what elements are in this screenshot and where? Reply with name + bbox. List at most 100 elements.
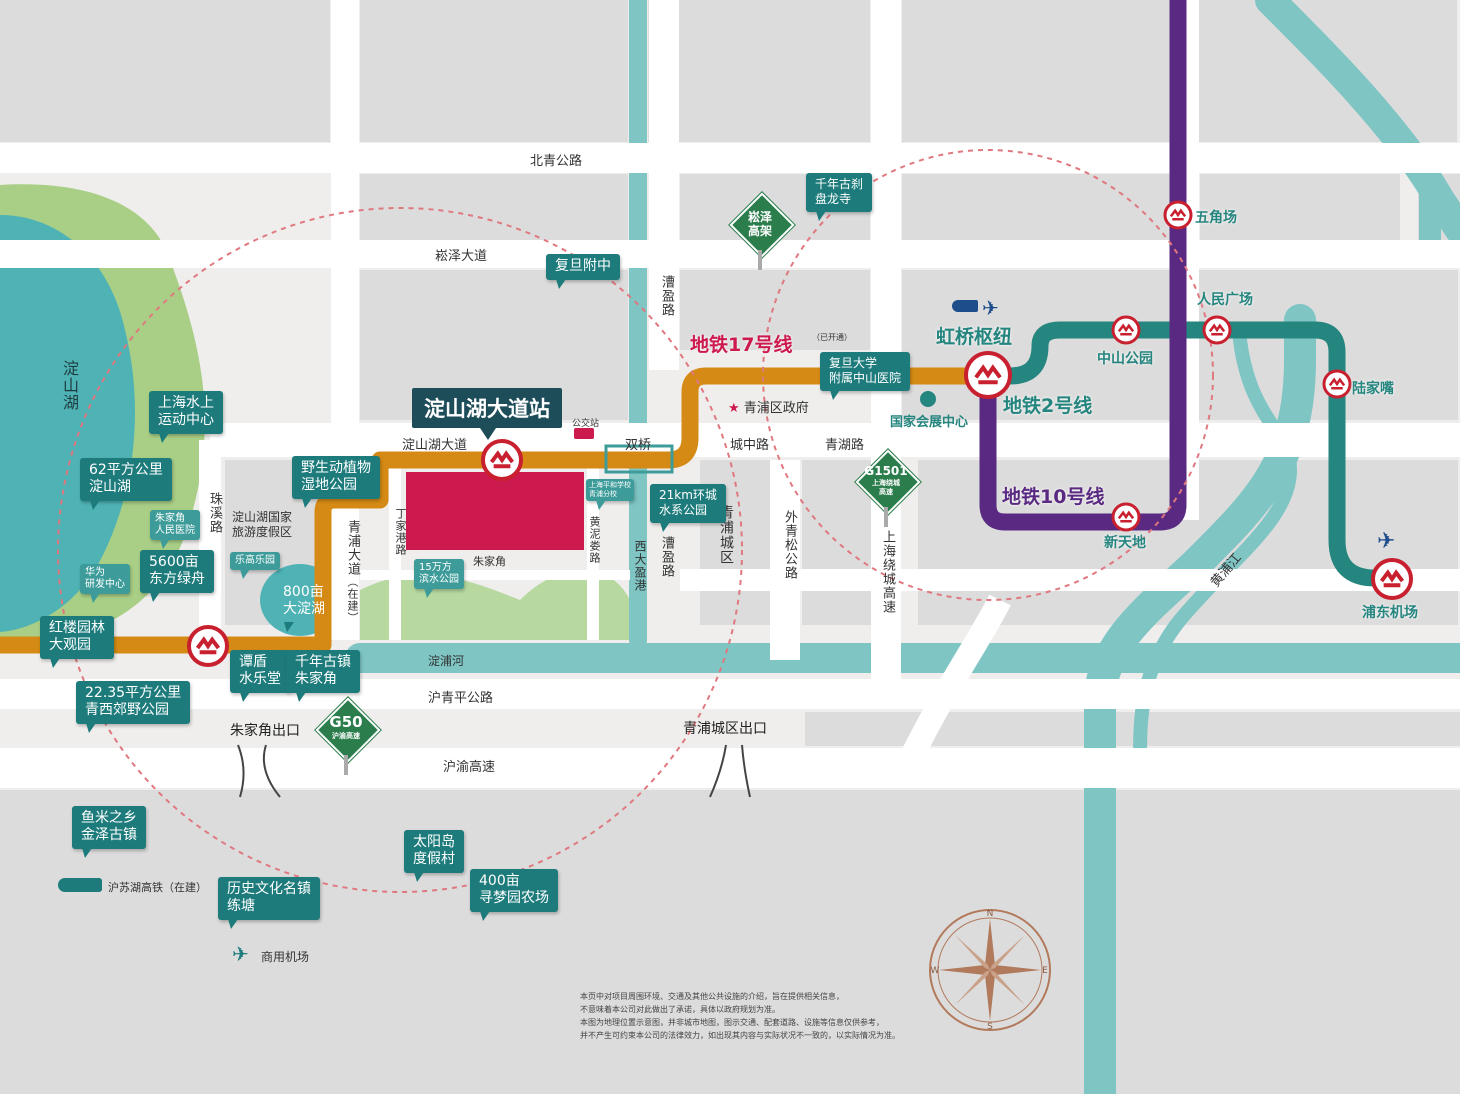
tag-wetland: 野生动植物 湿地公园 [292, 456, 380, 508]
road-qinghu: 青湖路 [825, 438, 865, 453]
tag-longpan: 千年古刹 盘龙寺 [806, 173, 873, 221]
compass-w: W [931, 966, 940, 976]
pudong-airplane-icon: ✈ [1377, 529, 1396, 554]
tag-east-forest: 5600亩 东方绿舟 [140, 550, 214, 602]
compass-rose: N S E W [929, 909, 1051, 1032]
road-dingjiagang: 丁家港路 [394, 508, 407, 556]
metro-logo-wujiaochang-mark [1169, 208, 1187, 221]
road-caoying-north: 漕盈路 [659, 275, 674, 317]
line10-name: 地铁10号线 [1002, 486, 1105, 508]
road-qingpu-ave: 青浦大道（在建） [345, 520, 360, 624]
road-huangnijiao: 黄泥娄路 [588, 516, 601, 564]
hongqiao-airplane-icon: ✈ [982, 296, 999, 320]
tag-waterfront: 15万方 滨水公园 [414, 559, 464, 598]
label-dianshan-lake: 淀山湖 [60, 360, 79, 411]
station-zhongshan: 中山公园 [1097, 351, 1153, 367]
metro-line-2 [988, 321, 1390, 587]
expo-icon [920, 391, 936, 407]
label-hsr: 沪苏湖高铁（在建） [108, 881, 207, 894]
label-airport: 商用机场 [261, 950, 310, 964]
dianshan-lake-water [0, 215, 135, 632]
tag-zhujiajiao-town: 千年古镇 朱家角 [286, 650, 360, 702]
tag-history: 历史文化名镇 练塘 [218, 877, 320, 929]
station-xintiandi: 新天地 [1104, 535, 1146, 551]
metro-line-17 [0, 367, 988, 654]
compass-s: S [987, 1022, 993, 1032]
label-shuangqiao: 双桥 [625, 438, 652, 453]
project-site [406, 472, 584, 550]
tag-yumi: 鱼米之乡 金泽古镇 [72, 806, 146, 858]
radius-circle-west [57, 207, 743, 893]
tag-fudan: 复旦附中 [546, 254, 620, 289]
label-zhujiajiao: 朱家角 [473, 555, 506, 568]
compass-n: N [987, 909, 994, 919]
station-renmin: 人民广场 [1197, 292, 1253, 308]
star-icon: ★ [728, 401, 740, 416]
tag-qingxi: 22.35平方公里 青西郊野公园 [76, 681, 191, 733]
tag-water-sport: 上海水上 运动中心 [149, 391, 223, 443]
label-gov: ★ 青浦区政府 [728, 401, 809, 416]
tag-honglou: 红楼园林 大观园 [40, 616, 114, 668]
metro-logo-zhongshan-mark [1117, 323, 1135, 336]
metro-logo-lujiazui-mark [1328, 377, 1346, 390]
metro-logo-pudong-mark [1379, 569, 1405, 588]
sign-songze-elevated: 崧泽 高架 [729, 192, 795, 270]
shuangqiao-bridge [604, 444, 674, 474]
road-songze: 崧泽大道 [435, 249, 488, 264]
tag-huawei: 华为 研发中心 [80, 564, 130, 603]
tag-farm400: 400亩 寻梦园农场 [470, 869, 558, 921]
station-hongqiao: 虹桥枢纽 [936, 326, 1013, 348]
road-xidaying: 西大盈港 [633, 540, 647, 592]
tag-lake62: 62平方公里 淀山湖 [80, 458, 172, 510]
road-caoying-south: 漕盈路 [659, 536, 674, 578]
road-shanghai-ring: 上海绕城高速 [880, 530, 895, 614]
metro-logo-west-mark [195, 636, 221, 655]
exit-zhujiajiao: 朱家角出口 [230, 723, 300, 739]
train-icon [58, 878, 102, 892]
main-station-label: 淀山湖大道站 [412, 388, 562, 440]
road-dianshanhu: 淀山湖大道 [402, 438, 468, 453]
road-beiqing: 北青公路 [530, 154, 583, 169]
tag-hospital: 朱家角 人民医院 [150, 510, 200, 549]
tag-zhongshan-hospital: 复旦大学 附属中山医院 [820, 352, 911, 400]
line17-note: （已开通） [812, 333, 852, 342]
roads [0, 0, 1460, 788]
station-wujiaochang: 五角场 [1195, 210, 1237, 226]
sign-g50: G50 沪渝高速 [315, 697, 381, 775]
disclaimer-note: 本页中对项目周围环境、交通及其他公共设施的介绍，旨在提供相关信息， 不意味着本公… [580, 992, 900, 1040]
metro-logo-xintiandi-mark [1117, 510, 1135, 523]
road-waiqingsong: 外青松公路 [782, 510, 797, 580]
line2-name: 地铁2号线 [1003, 395, 1093, 417]
river-dianpu: 淀浦河 [428, 654, 465, 668]
road-zhuxi: 珠溪路 [207, 492, 222, 534]
tag-school: 上海平和学校 青浦分校 [586, 479, 634, 510]
metro-logo-main-mark [489, 450, 515, 469]
road-chengzhong: 城中路 [730, 438, 770, 453]
metro-line-10 [979, 0, 1187, 531]
bus-stop-label: 公交站 [572, 419, 600, 429]
tag-dadian-lake: 800亩 大淀湖 [274, 580, 334, 632]
tag-taiyang: 太阳岛 度假村 [404, 830, 464, 882]
tag-tanxi: 谭盾 水乐堂 [230, 650, 290, 702]
road-huqing: 沪青平公路 [428, 691, 494, 706]
line17-name: 地铁17号线 [690, 334, 793, 356]
tag-ring21: 21km环城 水系公园 [650, 484, 726, 532]
radius-circle-east [762, 149, 1214, 601]
exit-qingpu: 青浦城区出口 [683, 721, 767, 737]
station-lujiazui: 陆家嘴 [1352, 381, 1394, 397]
label-expo: 国家会展中心 [890, 415, 969, 430]
label-resort: 淀山湖国家 旅游度假区 [232, 510, 293, 539]
bus-icon [574, 428, 594, 439]
metro-logo-renmin-mark [1208, 323, 1226, 336]
metro-logo-hongqiao-mark [974, 364, 1002, 385]
airplane-icon: ✈ [232, 942, 249, 966]
station-pudong: 浦东机场 [1362, 605, 1418, 621]
exit-markers [237, 744, 751, 798]
road-huyu: 沪渝高速 [443, 760, 496, 775]
hongqiao-train-icon [952, 300, 978, 312]
compass-e: E [1042, 966, 1048, 976]
tag-lego: 乐高乐园 [230, 552, 280, 579]
